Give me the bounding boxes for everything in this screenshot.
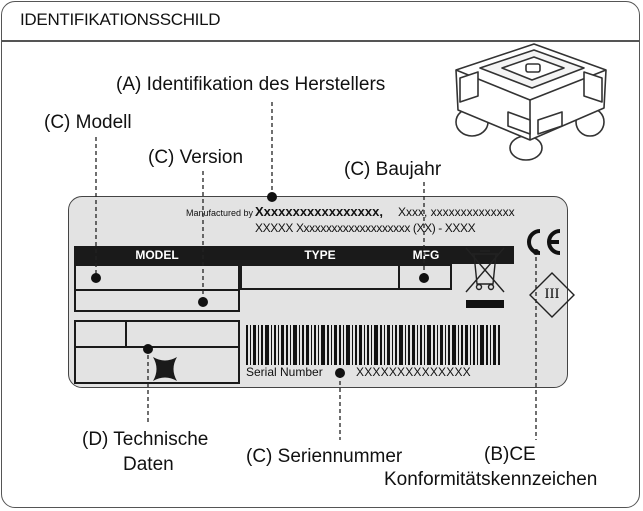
technical-box-split <box>125 322 127 346</box>
mfg-box <box>398 264 452 290</box>
barcode <box>246 325 500 365</box>
model-box <box>74 264 240 312</box>
callout-year: (C) Baujahr <box>344 159 442 180</box>
weee-bin-icon <box>465 247 505 308</box>
serial-number-value: XXXXXXXXXXXXXX <box>356 365 471 379</box>
serial-number-label: Serial Number <box>246 365 323 379</box>
manufacturer-address-1: Xxxx, xxxxxxxxxxxxxx <box>398 205 515 219</box>
manufacturer-address-2: XXXXX Xxxxxxxxxxxxxxxxxxxx (XX) - XXXX <box>255 221 476 235</box>
manufacturer-name: Xxxxxxxxxxxxxxxxx, <box>255 204 383 219</box>
brand-logo-icon <box>153 357 177 381</box>
header-divider <box>1 40 640 42</box>
technical-data-box <box>74 320 240 384</box>
callout-ce-2: Konformitätskennzeichen <box>384 469 598 490</box>
callout-manufacturer: (A) Identifikation des Herstellers <box>116 74 386 95</box>
manufactured-by-label: Manufactured by <box>186 208 254 218</box>
class-iii-label: III <box>544 286 560 302</box>
callout-serial: (C) Seriennummer <box>246 446 403 467</box>
callout-version: (C) Version <box>148 147 244 168</box>
callout-ce-1: (B)CE <box>484 444 536 465</box>
callout-technical-data-1: (D) Technische <box>82 429 209 450</box>
robot-mower-illustration <box>455 43 607 161</box>
mfg-header: MFG <box>400 246 452 264</box>
type-header: TYPE <box>240 246 400 264</box>
technical-box-divider <box>76 346 238 348</box>
model-header: MODEL <box>74 246 240 264</box>
page-title: IDENTIFIKATIONSSCHILD <box>20 10 221 29</box>
callout-technical-data-2: Daten <box>123 454 174 475</box>
class-iii-diamond-icon <box>529 272 575 318</box>
model-box-divider <box>76 289 238 291</box>
callout-model: (C) Modell <box>44 112 132 133</box>
